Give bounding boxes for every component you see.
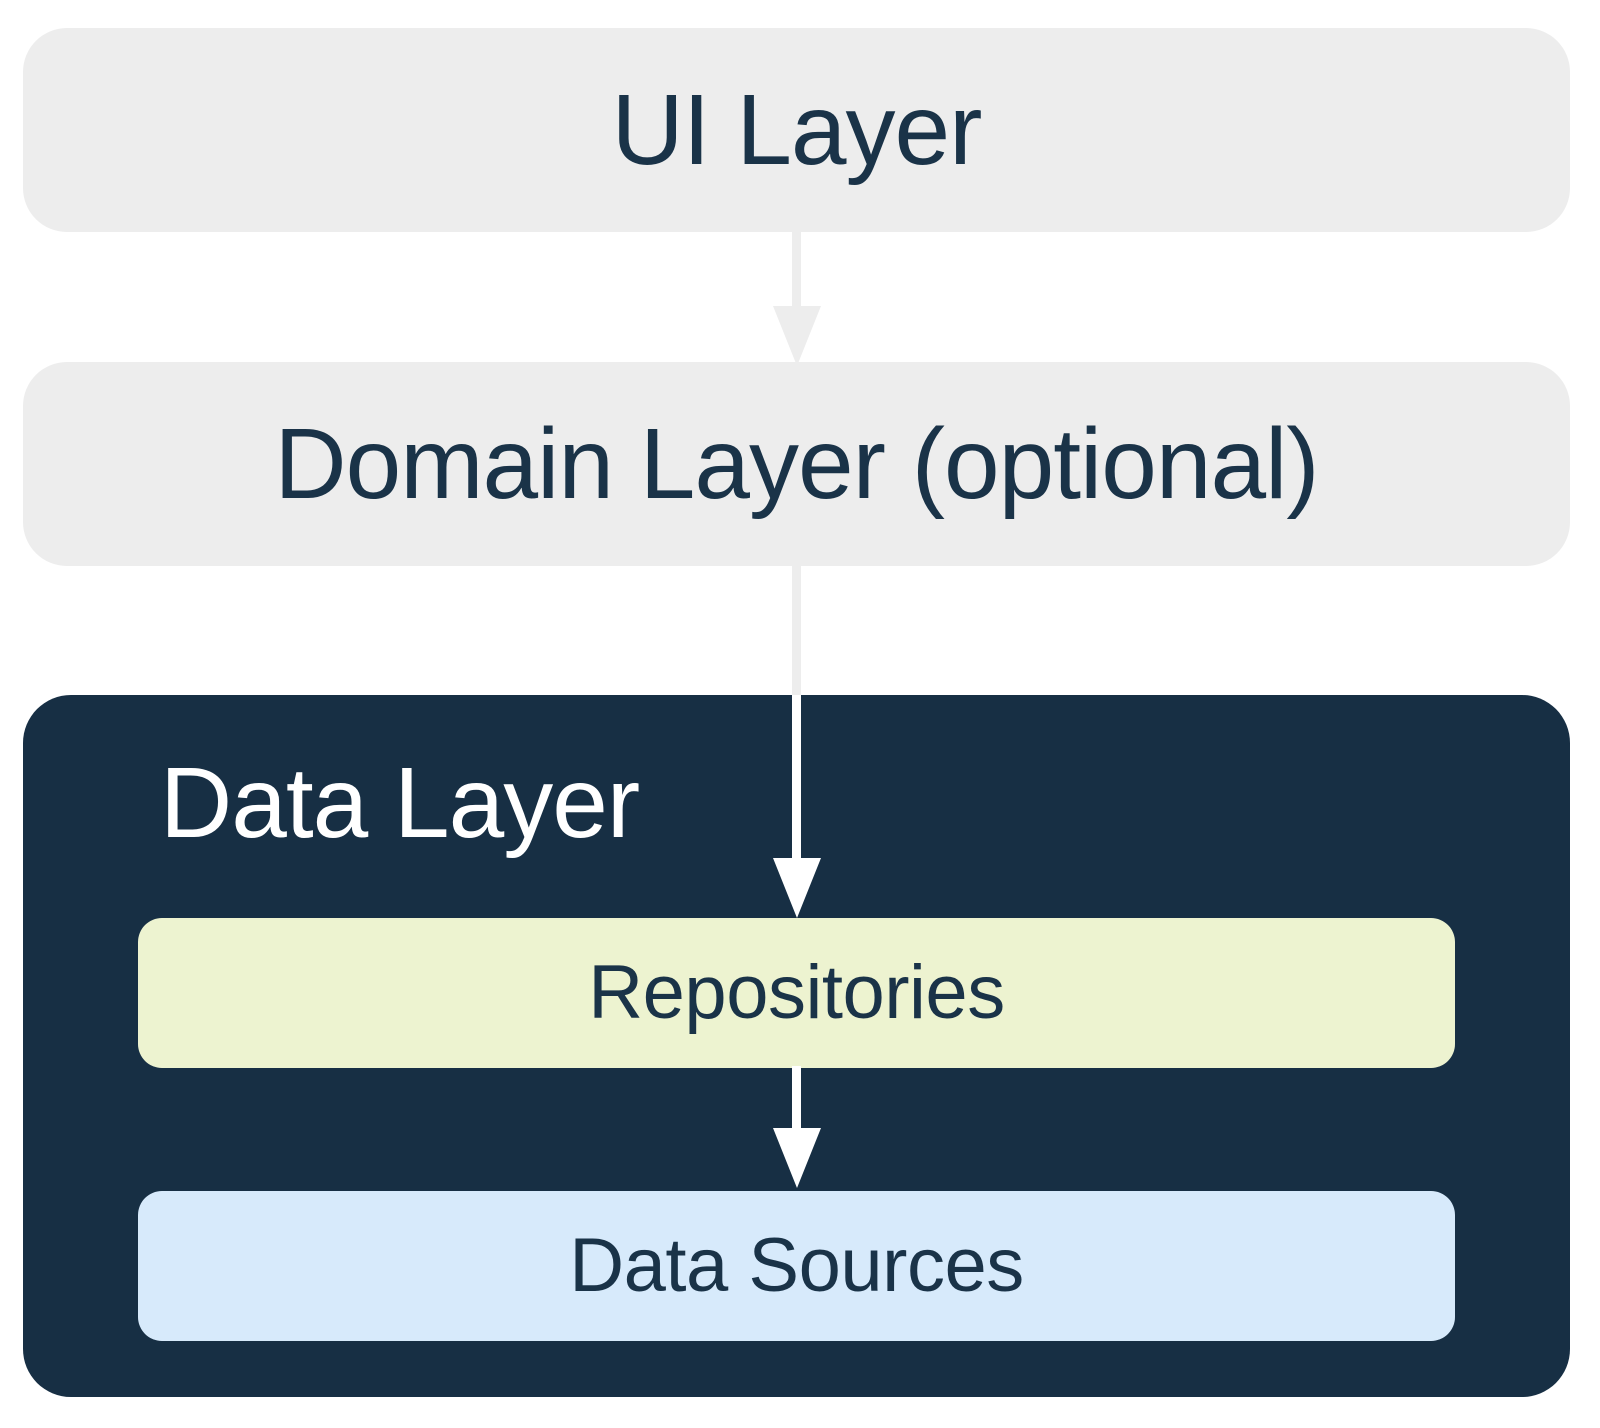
arrow-down-icon [773,858,821,918]
domain-layer-label: Domain Layer (optional) [274,408,1319,520]
arrow-down-icon [773,306,821,366]
ui-layer-label: UI Layer [611,74,983,186]
data-sources-box: Data Sources [138,1191,1455,1341]
ui-layer-box: UI Layer [23,28,1570,232]
arrow-domain-to-repositories-stem [792,564,801,698]
domain-layer-box: Domain Layer (optional) [23,362,1570,566]
data-sources-label: Data Sources [569,1223,1024,1308]
data-layer-label: Data Layer [160,747,640,859]
arrow-repositories-to-data-sources-stem [792,1066,801,1130]
arrow-down-icon [773,1128,821,1188]
repositories-box: Repositories [138,918,1455,1068]
arrow-domain-to-repositories-stem-inner [792,695,801,862]
repositories-label: Repositories [588,950,1005,1035]
arrow-ui-to-domain-stem [792,230,801,310]
